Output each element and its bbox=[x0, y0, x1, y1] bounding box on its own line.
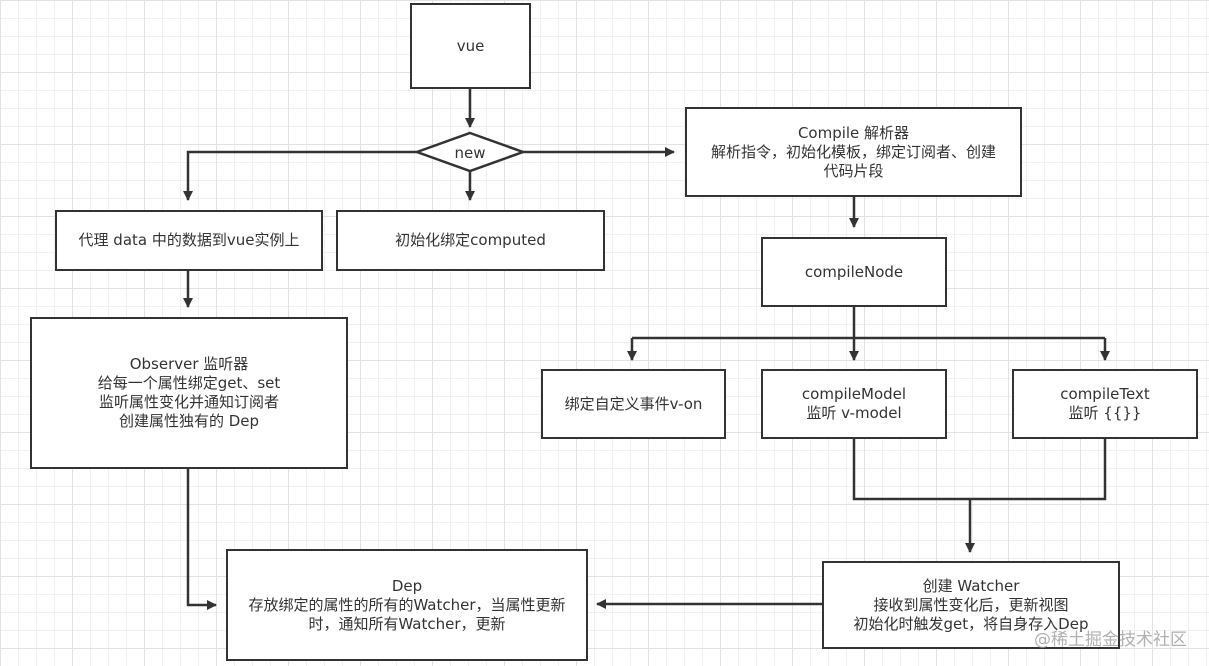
new-decision-label: new bbox=[454, 144, 486, 162]
node-compiletext: compileText 监听 {{}} bbox=[1012, 369, 1198, 439]
node-v-on: 绑定自定义事件v-on bbox=[541, 369, 726, 439]
edge-new-proxy bbox=[183, 150, 417, 201]
edge-observer-dep bbox=[186, 468, 217, 610]
node-compilemodel: compileModel 监听 v-model bbox=[761, 369, 947, 439]
node-vue: vue bbox=[410, 3, 531, 89]
node-compile-parser: Compile 解析器 解析指令，初始化模板，绑定订阅者、创建 代码片段 bbox=[685, 107, 1022, 197]
node-dep: Dep 存放绑定的属性的所有的Watcher，当属性更新 时，通知所有Watch… bbox=[226, 549, 588, 661]
edge-compilenode-split bbox=[632, 306, 1105, 340]
watermark: @稀土掘金技术社区 bbox=[1034, 630, 1187, 650]
node-watcher: 创建 Watcher 接收到属性变化后，更新视图 初始化时触发get，将自身存入… bbox=[822, 561, 1120, 649]
edge-merge-watcher bbox=[852, 438, 1107, 501]
node-proxy-data: 代理 data 中的数据到vue实例上 bbox=[55, 210, 323, 271]
node-init-computed: 初始化绑定computed bbox=[336, 210, 605, 271]
new-decision-diamond bbox=[413, 131, 527, 173]
node-observer: Observer 监听器 给每一个属性绑定get、set 监听属性变化并通知订阅… bbox=[30, 317, 348, 469]
node-compilenode: compileNode bbox=[761, 237, 947, 307]
